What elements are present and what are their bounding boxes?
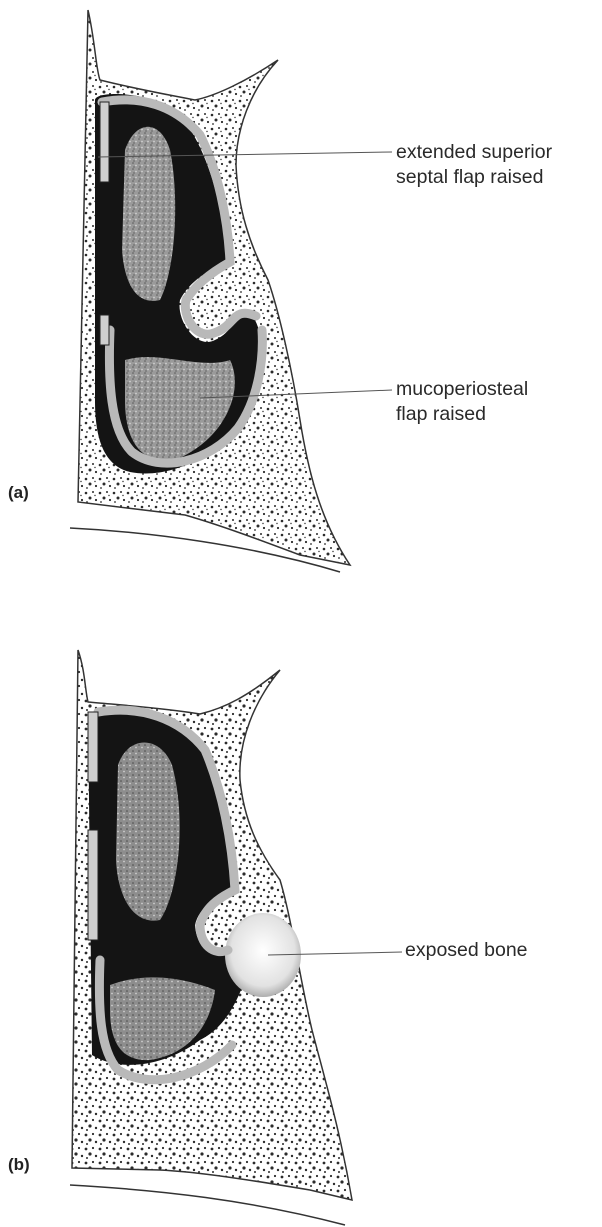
label-line-1: mucoperiosteal bbox=[396, 377, 528, 402]
panel-a-tag: (a) bbox=[8, 483, 29, 503]
panel-a-illustration bbox=[0, 0, 602, 600]
floor-line bbox=[70, 1185, 345, 1225]
panel-a: extended superior septal flap raised muc… bbox=[0, 0, 602, 600]
label-superior-septal-flap: extended superior septal flap raised bbox=[396, 140, 552, 190]
panel-b-illustration bbox=[0, 600, 602, 1227]
label-exposed-bone: exposed bone bbox=[405, 938, 528, 963]
panel-b: exposed bone (b) bbox=[0, 600, 602, 1227]
label-line-1: exposed bone bbox=[405, 938, 528, 963]
mucosa-upper bbox=[122, 127, 175, 301]
mucosa-upper bbox=[116, 743, 180, 921]
label-mucoperiosteal-flap: mucoperiosteal flap raised bbox=[396, 377, 528, 427]
label-line-2: septal flap raised bbox=[396, 165, 552, 190]
label-line-2: flap raised bbox=[396, 402, 528, 427]
label-line-1: extended superior bbox=[396, 140, 552, 165]
panel-b-tag: (b) bbox=[8, 1155, 30, 1175]
